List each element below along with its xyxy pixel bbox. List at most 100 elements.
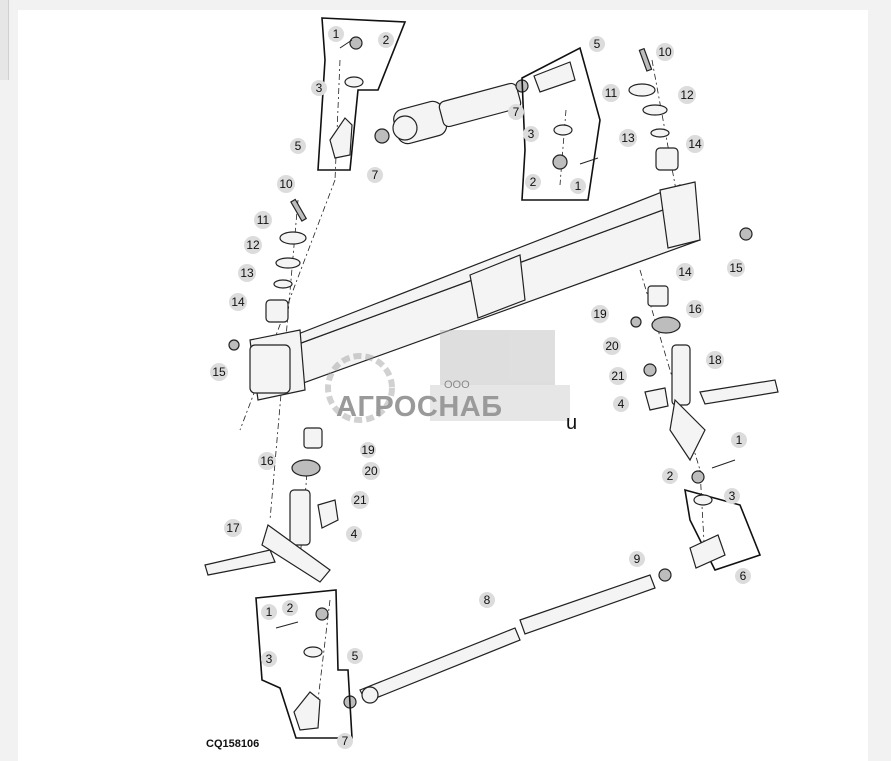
svg-text:16: 16 <box>260 454 274 468</box>
svg-text:12: 12 <box>680 88 694 102</box>
callout: 1 <box>261 604 277 620</box>
svg-text:19: 19 <box>593 307 607 321</box>
svg-text:6: 6 <box>740 569 747 583</box>
callout: 21 <box>351 491 369 509</box>
svg-text:3: 3 <box>266 652 273 666</box>
svg-text:5: 5 <box>594 37 601 51</box>
callout: 15 <box>210 363 228 381</box>
callout: 7 <box>337 733 353 749</box>
callout: 2 <box>378 32 394 48</box>
callout: 9 <box>629 551 645 567</box>
tie-rod-end-top-left <box>317 17 407 171</box>
side-strip <box>0 0 9 80</box>
callout: 20 <box>603 337 621 355</box>
svg-text:19: 19 <box>361 443 375 457</box>
svg-text:8: 8 <box>484 593 491 607</box>
watermark-logo <box>325 330 570 423</box>
svg-text:17: 17 <box>226 521 240 535</box>
svg-text:13: 13 <box>240 266 254 280</box>
callout-labels: 1 2 3 5 7 5 7 3 2 1 10 11 12 13 14 15 10… <box>210 26 751 749</box>
svg-text:20: 20 <box>364 464 378 478</box>
callout: 3 <box>523 126 539 142</box>
right-spindle <box>630 285 779 462</box>
callout: 3 <box>724 488 740 504</box>
svg-text:11: 11 <box>605 86 618 100</box>
svg-text:5: 5 <box>295 139 302 153</box>
callout: 6 <box>735 568 751 584</box>
callout: 10 <box>277 175 295 193</box>
svg-text:16: 16 <box>688 302 702 316</box>
svg-text:9: 9 <box>634 552 641 566</box>
callout: 15 <box>727 259 745 277</box>
callout: 1 <box>328 26 344 42</box>
callout: 21 <box>609 367 627 385</box>
callout: 14 <box>229 293 247 311</box>
callout: 4 <box>346 526 362 542</box>
watermark-ooo: ООО <box>444 379 470 391</box>
callout: 13 <box>238 264 256 282</box>
left-kingpin-stack <box>228 198 308 394</box>
svg-text:5: 5 <box>352 649 359 663</box>
callout: 7 <box>508 104 524 120</box>
svg-text:7: 7 <box>513 105 520 119</box>
svg-text:2: 2 <box>383 33 390 47</box>
callout: 2 <box>662 468 678 484</box>
svg-text:12: 12 <box>246 238 260 252</box>
svg-text:10: 10 <box>279 177 293 191</box>
callout: 17 <box>224 519 242 537</box>
svg-text:11: 11 <box>257 213 270 227</box>
svg-text:21: 21 <box>353 493 367 507</box>
svg-text:14: 14 <box>678 265 692 279</box>
callout: 1 <box>731 432 747 448</box>
svg-text:7: 7 <box>342 734 349 748</box>
callout: 19 <box>360 442 376 458</box>
svg-text:15: 15 <box>729 261 743 275</box>
svg-text:3: 3 <box>316 81 323 95</box>
svg-text:3: 3 <box>729 489 736 503</box>
svg-text:4: 4 <box>351 527 358 541</box>
callout: 16 <box>686 300 704 318</box>
svg-text:10: 10 <box>658 45 672 59</box>
svg-text:2: 2 <box>667 469 674 483</box>
callout: 3 <box>261 651 277 667</box>
callout: 11 <box>602 84 620 102</box>
callout: 3 <box>311 80 327 96</box>
svg-text:2: 2 <box>287 601 294 615</box>
svg-text:4: 4 <box>618 397 625 411</box>
diagram-code: CQ158106 <box>206 738 260 750</box>
svg-text:15: 15 <box>212 365 226 379</box>
callout: 18 <box>706 351 724 369</box>
callout: 8 <box>479 592 495 608</box>
callout: 2 <box>282 600 298 616</box>
svg-text:1: 1 <box>736 433 743 447</box>
tie-rod <box>343 568 672 709</box>
svg-text:18: 18 <box>708 353 722 367</box>
svg-text:20: 20 <box>605 339 619 353</box>
watermark-suffix: u <box>566 412 578 434</box>
callout: 10 <box>656 43 674 61</box>
svg-text:1: 1 <box>266 605 273 619</box>
callout: 14 <box>686 135 704 153</box>
svg-text:1: 1 <box>575 179 582 193</box>
callout: 1 <box>570 178 586 194</box>
callout: 14 <box>676 263 694 281</box>
svg-text:14: 14 <box>231 295 245 309</box>
svg-text:21: 21 <box>611 369 625 383</box>
svg-text:14: 14 <box>688 137 702 151</box>
callout: 2 <box>525 174 541 190</box>
callout: 12 <box>244 236 262 254</box>
tie-rod-end-top-right <box>521 46 601 201</box>
right-kingpin-stack <box>628 47 753 241</box>
svg-text:1: 1 <box>333 27 340 41</box>
callout: 19 <box>591 305 609 323</box>
callout: 11 <box>254 211 272 229</box>
steering-cylinder <box>374 79 529 145</box>
callout: 13 <box>619 129 637 147</box>
svg-text:2: 2 <box>530 175 537 189</box>
left-spindle <box>204 427 339 583</box>
svg-text:13: 13 <box>621 131 635 145</box>
svg-text:7: 7 <box>372 168 379 182</box>
watermark-brand: АГРОСНАБ <box>336 391 503 423</box>
callout: 5 <box>589 36 605 52</box>
